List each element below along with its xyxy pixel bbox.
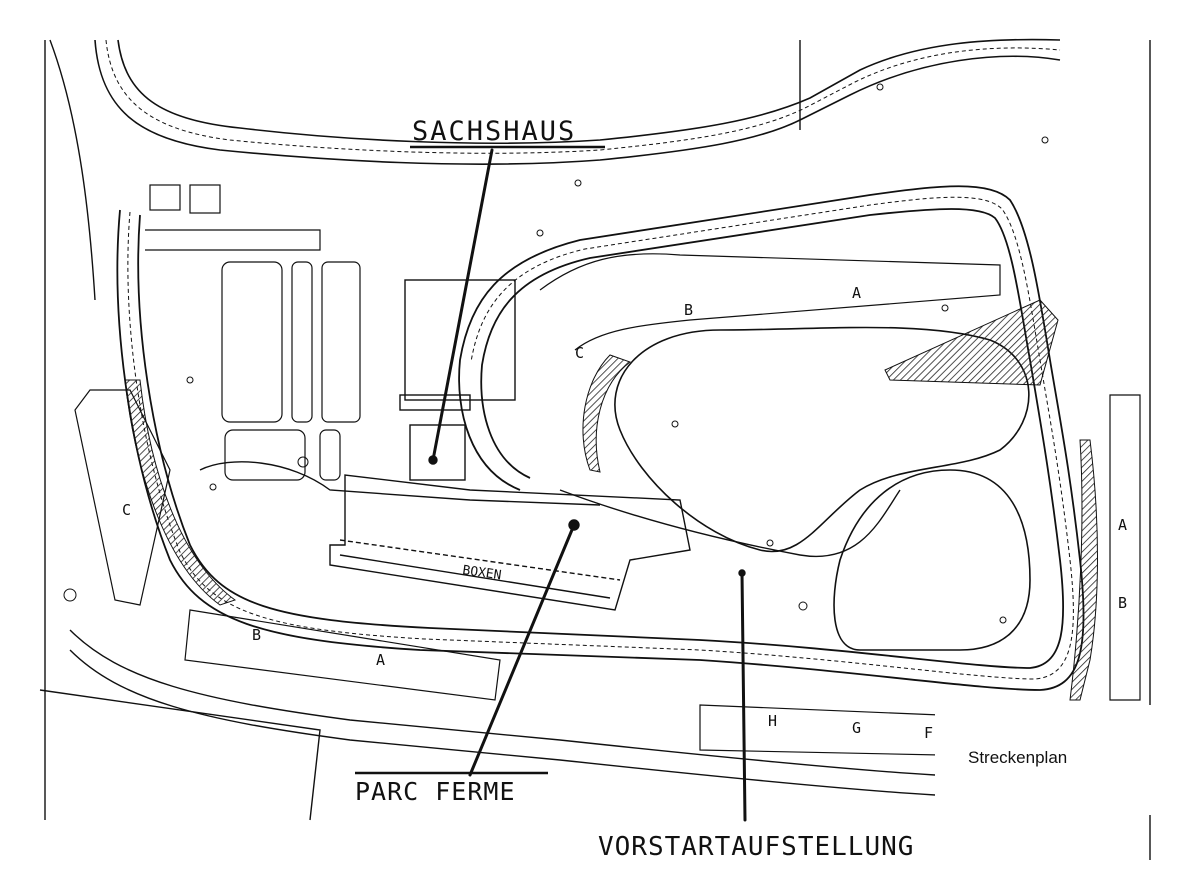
circuit-track: [116, 185, 1085, 691]
section-c-left: C: [122, 501, 131, 519]
section-b-right: B: [1118, 594, 1127, 612]
grandstands: [74, 253, 1141, 756]
vorstartaufstellung-label: VORSTARTAUFSTELLUNG: [598, 832, 914, 862]
map-legend-title: Streckenplan: [968, 748, 1068, 767]
parc-ferme-label: PARC FERME: [355, 777, 516, 806]
hatched-zones: [124, 299, 1098, 701]
legend-box: [935, 705, 1163, 815]
section-b-upper: B: [684, 301, 693, 319]
markers: [63, 83, 1049, 624]
section-f: F: [924, 724, 933, 742]
boxen-label: BOXEN: [461, 563, 502, 583]
section-g: G: [852, 719, 861, 737]
bottom-road: [39, 629, 936, 821]
callout-lines: [431, 148, 747, 822]
sachshaus-building: [399, 279, 516, 481]
section-a-lower: A: [376, 651, 385, 669]
top-road: [94, 38, 1061, 165]
pit-building: [329, 474, 746, 611]
section-b-lower: B: [252, 626, 261, 644]
parking-area: [145, 184, 361, 481]
section-h: H: [768, 712, 777, 730]
callout-underlines: [355, 145, 605, 775]
section-a-upper: A: [852, 284, 861, 302]
sachshaus-label: SACHSHAUS: [412, 116, 576, 147]
section-c-inner: C: [575, 344, 584, 362]
section-a-right: A: [1118, 516, 1127, 534]
